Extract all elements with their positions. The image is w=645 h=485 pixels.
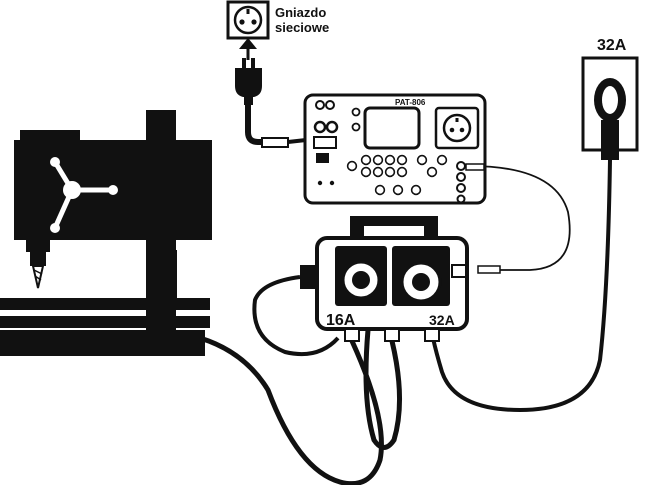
drill-press-machine <box>0 110 212 356</box>
cable-connector <box>261 137 289 148</box>
socket-label-line2: sieciowe <box>275 20 329 35</box>
adapter-box: 16A 32A <box>300 216 469 331</box>
socket-label-line1: Gniazdo <box>275 5 326 20</box>
loop-cable-left <box>363 329 403 450</box>
tester-button-grid <box>346 154 448 196</box>
tester-display <box>363 106 421 150</box>
arrow-up-icon <box>239 38 257 60</box>
tester-probe-jacks <box>456 161 466 204</box>
outlet-32a-label: 32A <box>597 37 627 54</box>
mains-plug-icon <box>235 58 262 105</box>
supply-cable-32a <box>431 159 612 413</box>
mains-cable <box>245 105 272 145</box>
drill-handle-icon <box>50 157 118 233</box>
machine-cable <box>199 335 384 485</box>
cable-to-tester <box>287 138 307 144</box>
probe-lead <box>469 165 571 271</box>
adapter-16a-label: 16A <box>326 312 356 329</box>
tester-model-label: PAT-806 <box>395 98 426 107</box>
wall-socket-icon <box>226 0 270 40</box>
pat-tester: PAT-806 <box>303 93 487 205</box>
drill-bit-icon <box>30 252 46 289</box>
adapter-32a-label: 32A <box>429 312 455 328</box>
adapter-side-cable <box>252 275 340 357</box>
outlet-32a-icon <box>581 56 639 160</box>
